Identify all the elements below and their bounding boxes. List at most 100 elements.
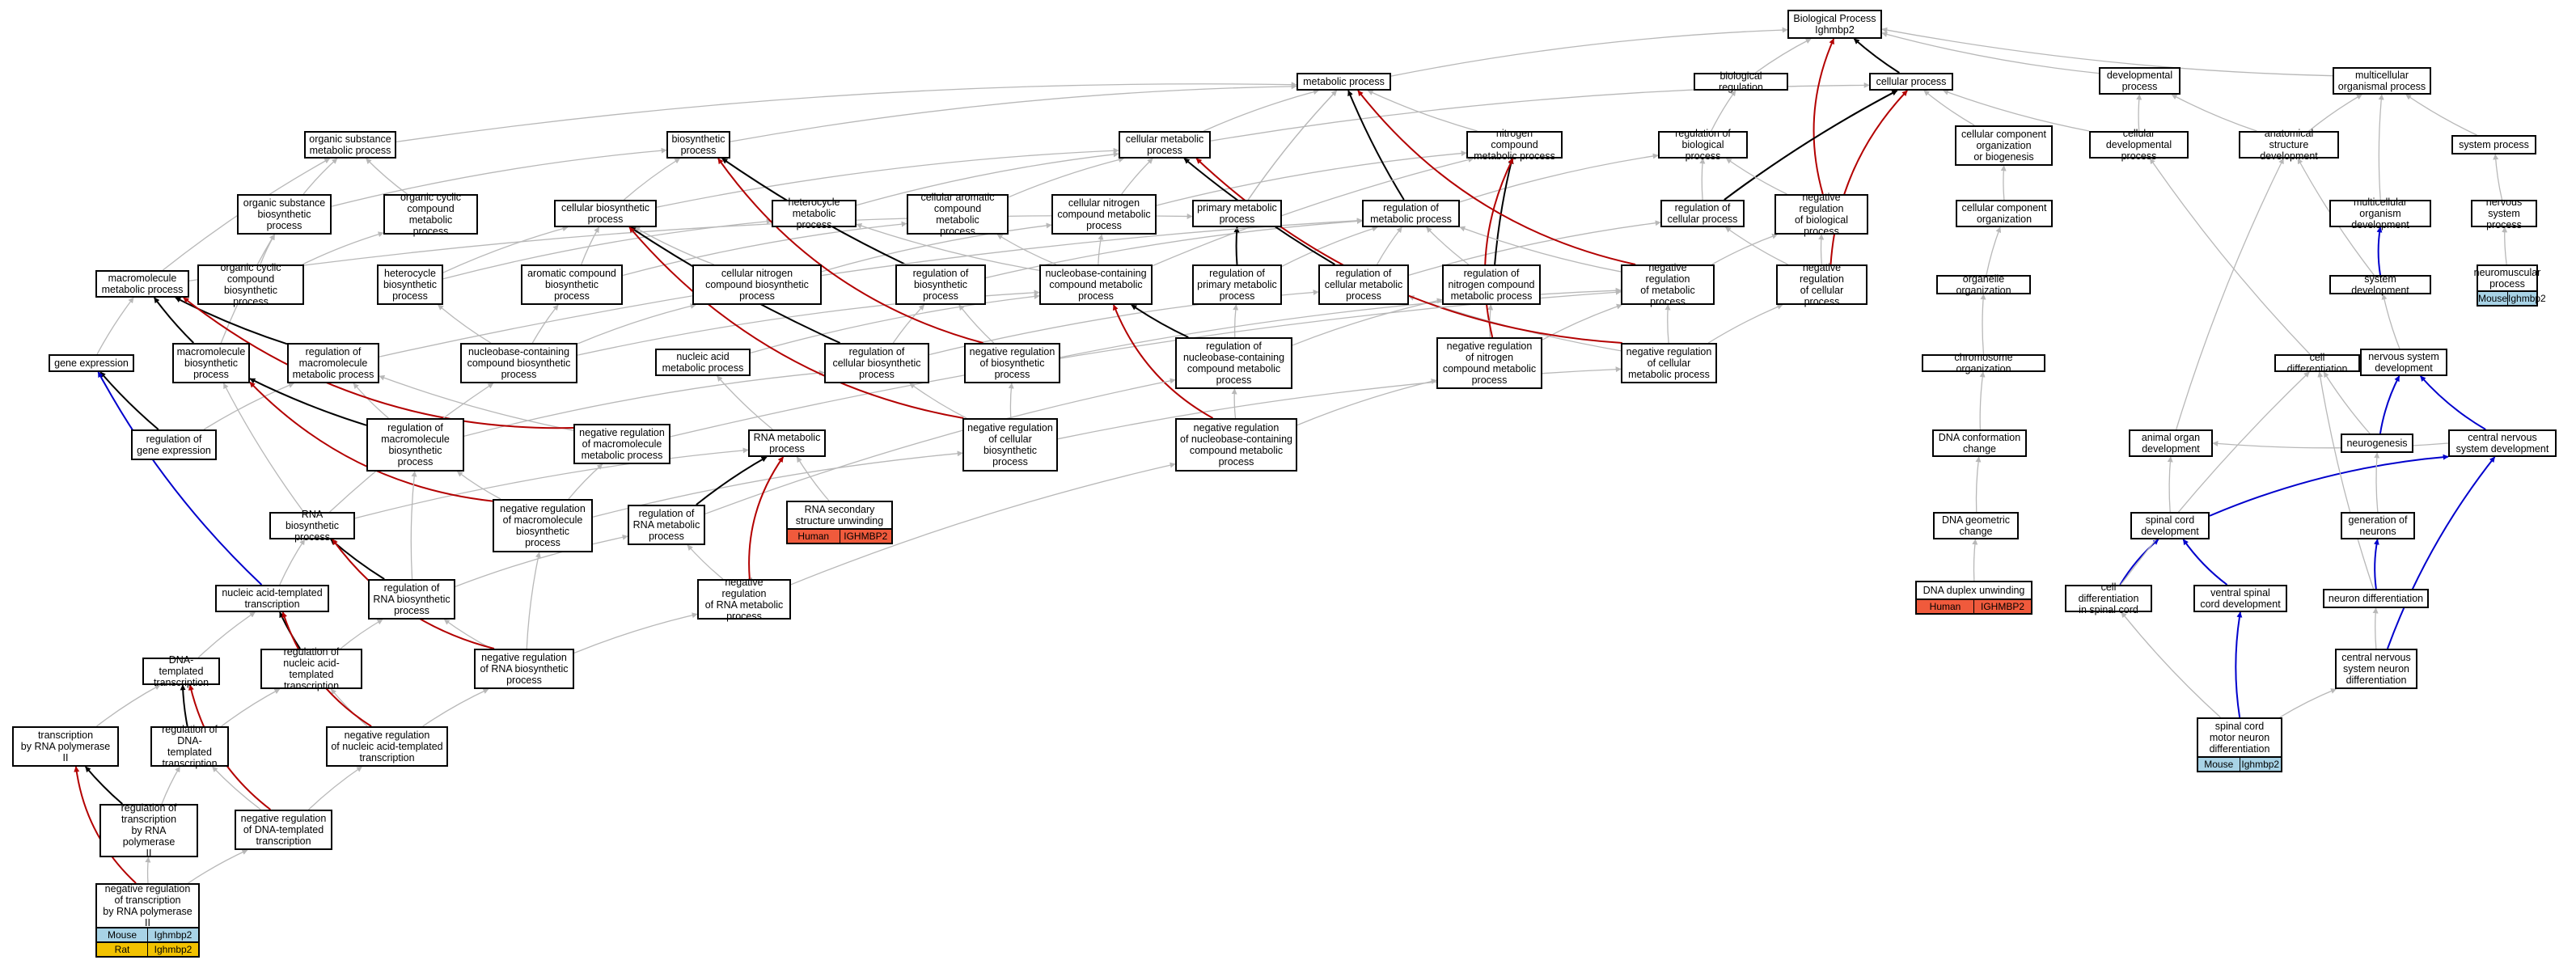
gene-label[interactable]: Ighmbp2 bbox=[2241, 759, 2280, 770]
go-term-oo[interactable]: organelle organization bbox=[1936, 273, 2031, 296]
go-term-cbp[interactable]: cellular biosynthetic process bbox=[554, 200, 657, 227]
go-term-nrnatt[interactable]: negative regulation of nucleic acid-temp… bbox=[326, 726, 448, 767]
go-term-nrnbcmp[interactable]: negative regulation of nucleobase-contai… bbox=[1175, 418, 1297, 472]
go-term-dgc[interactable]: DNA geometric change bbox=[1933, 512, 2019, 539]
go-term-cncmp[interactable]: cellular nitrogen compound metabolic pro… bbox=[1051, 194, 1157, 235]
go-term-cdp[interactable]: cellular developmental process bbox=[2089, 128, 2189, 162]
edge-nrnbcmp-to-rnbcmp bbox=[1231, 388, 1237, 419]
go-term-dp[interactable]: developmental process bbox=[2099, 67, 2181, 95]
go-term-acbp[interactable]: aromatic compound biosynthetic process bbox=[521, 264, 623, 305]
go-term-mop[interactable]: multicellular organismal process bbox=[2333, 67, 2431, 95]
go-term-occmp[interactable]: organic cyclic compound metabolic proces… bbox=[383, 192, 478, 237]
go-term-mp[interactable]: metabolic process bbox=[1296, 73, 1391, 91]
go-term-nrcbp[interactable]: negative regulation of cellular biosynth… bbox=[962, 418, 1058, 472]
go-term-nrrnamp[interactable]: negative regulation of RNA metabolic pro… bbox=[697, 577, 791, 622]
go-term-scmnd[interactable]: spinal cord motor neuron differentiation bbox=[2197, 717, 2282, 758]
go-term-sysp[interactable]: system process bbox=[2451, 135, 2536, 154]
go-term-ddu[interactable]: DNA duplex unwinding bbox=[1915, 581, 2032, 600]
go-term-trp2[interactable]: transcription by RNA polymerase II bbox=[12, 726, 119, 767]
go-term-nsd[interactable]: nervous system development bbox=[2360, 349, 2447, 376]
go-term-hbp[interactable]: heterocycle biosynthetic process bbox=[377, 264, 443, 305]
go-term-ncmp[interactable]: nitrogen compound metabolic process bbox=[1466, 128, 1563, 162]
go-term-nmp[interactable]: neuromuscular process bbox=[2474, 264, 2540, 292]
go-term-rnamp[interactable]: RNA metabolic process bbox=[748, 429, 826, 457]
go-term-nsp[interactable]: nervous system process bbox=[2471, 197, 2537, 231]
go-term-br[interactable]: biological regulation bbox=[1694, 70, 1788, 93]
go-term-rrnamp[interactable]: regulation of RNA metabolic process bbox=[628, 505, 705, 545]
go-term-nrcmp[interactable]: negative regulation of cellular metaboli… bbox=[1621, 343, 1717, 383]
go-term-rcmp[interactable]: regulation of cellular metabolic process bbox=[1318, 264, 1409, 305]
go-term-cdsc[interactable]: cell differentiation in spinal cord bbox=[2065, 582, 2152, 615]
go-term-mmp[interactable]: macromolecule metabolic process bbox=[95, 270, 189, 298]
go-term-cnsd[interactable]: central nervous system development bbox=[2448, 429, 2557, 457]
go-term-sd[interactable]: system development bbox=[2329, 273, 2431, 296]
gene-label[interactable]: Ighmbp2 bbox=[2508, 293, 2546, 304]
go-term-nrbsp[interactable]: negative regulation of biosynthetic proc… bbox=[964, 343, 1060, 383]
go-term-nd[interactable]: neuron differentiation bbox=[2323, 589, 2429, 608]
go-term-bp[interactable]: Biological Process Ighmbp2 bbox=[1787, 10, 1882, 39]
go-term-ge[interactable]: gene expression bbox=[49, 354, 134, 372]
go-term-rbsp[interactable]: regulation of biosynthetic process bbox=[895, 264, 986, 305]
go-term-ccob[interactable]: cellular component organization or bioge… bbox=[1955, 125, 2053, 166]
go-term-rnabp[interactable]: RNA biosynthetic process bbox=[269, 509, 355, 543]
go-term-nrmp[interactable]: negative regulation of metabolic process bbox=[1621, 262, 1715, 307]
go-term-rbp[interactable]: regulation of biological process bbox=[1658, 128, 1748, 162]
go-term-rtrp2[interactable]: regulation of transcription by RNA polym… bbox=[99, 802, 198, 859]
go-term-nrrnabp[interactable]: negative regulation of RNA biosynthetic … bbox=[474, 649, 574, 689]
go-term-co[interactable]: chromosome organization bbox=[1922, 352, 2045, 374]
go-term-rge[interactable]: regulation of gene expression bbox=[131, 429, 217, 460]
go-term-scd[interactable]: spinal cord development bbox=[2130, 512, 2210, 539]
go-term-nrcp[interactable]: negative regulation of cellular process bbox=[1776, 262, 1867, 307]
go-term-nrmbp[interactable]: negative regulation of macromolecule bio… bbox=[493, 499, 593, 552]
gene-label[interactable]: Ighmbp2 bbox=[154, 929, 192, 941]
go-term-namp[interactable]: nucleic acid metabolic process bbox=[655, 349, 751, 376]
go-term-gon[interactable]: generation of neurons bbox=[2341, 512, 2415, 539]
go-term-rmbp[interactable]: regulation of macromolecule biosynthetic… bbox=[366, 418, 464, 472]
go-term-osbp[interactable]: organic substance biosynthetic process bbox=[237, 194, 332, 235]
gene-label[interactable]: IGHMBP2 bbox=[844, 531, 888, 542]
go-term-rnatt[interactable]: regulation of nucleic acid-templated tra… bbox=[260, 646, 362, 692]
gene-label[interactable]: IGHMBP2 bbox=[1980, 601, 2024, 612]
go-term-bsp[interactable]: biosynthetic process bbox=[666, 131, 730, 159]
go-term-asd[interactable]: anatomical structure development bbox=[2239, 128, 2339, 162]
go-term-nrtrp2[interactable]: negative regulation of transcription by … bbox=[95, 883, 200, 928]
go-term-pmp[interactable]: primary metabolic process bbox=[1192, 200, 1282, 227]
go-term-cncbp[interactable]: cellular nitrogen compound biosynthetic … bbox=[692, 264, 822, 305]
go-term-cacmp[interactable]: cellular aromatic compound metabolic pro… bbox=[907, 192, 1009, 237]
go-term-rpmp[interactable]: regulation of primary metabolic process bbox=[1192, 264, 1282, 305]
go-term-dtt[interactable]: DNA-templated transcription bbox=[142, 654, 220, 688]
go-term-occbp[interactable]: organic cyclic compound biosynthetic pro… bbox=[197, 262, 304, 307]
go-term-rmp[interactable]: regulation of metabolic process bbox=[1362, 200, 1460, 227]
go-term-aod[interactable]: animal organ development bbox=[2129, 429, 2213, 457]
go-term-rnbcmp[interactable]: regulation of nucleobase-containing comp… bbox=[1175, 337, 1292, 389]
go-term-mod[interactable]: multicellular organism development bbox=[2329, 197, 2431, 231]
go-term-nrdtt[interactable]: negative regulation of DNA-templated tra… bbox=[235, 810, 332, 850]
go-term-nbcmp[interactable]: nucleobase-containing compound metabolic… bbox=[1039, 264, 1153, 305]
go-term-osmp[interactable]: organic substance metabolic process bbox=[304, 131, 396, 159]
go-term-celld[interactable]: cell differentiation bbox=[2274, 352, 2360, 374]
go-term-rcp[interactable]: regulation of cellular process bbox=[1660, 200, 1745, 227]
go-term-natt[interactable]: nucleic acid-templated transcription bbox=[215, 585, 329, 612]
go-term-neurog[interactable]: neurogenesis bbox=[2341, 434, 2413, 453]
go-term-nrbp[interactable]: negative regulation of biological proces… bbox=[1774, 192, 1868, 237]
go-term-rcbp[interactable]: regulation of cellular biosynthetic proc… bbox=[824, 343, 929, 383]
go-term-dcc[interactable]: DNA conformation change bbox=[1932, 429, 2027, 457]
gene-label[interactable]: Ighmbp2 bbox=[154, 944, 192, 955]
edge-nbcmp-to-cacmp bbox=[996, 234, 1057, 265]
go-term-cnsnd[interactable]: central nervous system neuron differenti… bbox=[2335, 649, 2417, 689]
go-term-cp[interactable]: cellular process bbox=[1869, 73, 1953, 91]
edge-nd-to-gon bbox=[2373, 539, 2379, 590]
go-term-rdtt[interactable]: regulation of DNA-templated transcriptio… bbox=[150, 724, 229, 769]
go-term-nbcbp[interactable]: nucleobase-containing compound biosynthe… bbox=[460, 343, 577, 383]
go-term-nrmmp[interactable]: negative regulation of macromolecule met… bbox=[573, 424, 670, 464]
go-term-cmp[interactable]: cellular metabolic process bbox=[1119, 131, 1211, 159]
go-term-hmp[interactable]: heterocycle metabolic process bbox=[772, 197, 857, 231]
go-term-nrncmp[interactable]: negative regulation of nitrogen compound… bbox=[1436, 337, 1542, 389]
go-term-rnassu[interactable]: RNA secondary structure unwinding bbox=[786, 501, 893, 530]
go-term-rncmp[interactable]: regulation of nitrogen compound metaboli… bbox=[1442, 264, 1541, 305]
go-term-vscd[interactable]: ventral spinal cord development bbox=[2193, 585, 2287, 612]
go-term-mbp[interactable]: macromolecule biosynthetic process bbox=[172, 343, 250, 383]
go-term-rmmp[interactable]: regulation of macromolecule metabolic pr… bbox=[287, 343, 379, 383]
go-term-cco[interactable]: cellular component organization bbox=[1956, 200, 2053, 227]
go-term-rrnabp[interactable]: regulation of RNA biosynthetic process bbox=[368, 579, 455, 620]
